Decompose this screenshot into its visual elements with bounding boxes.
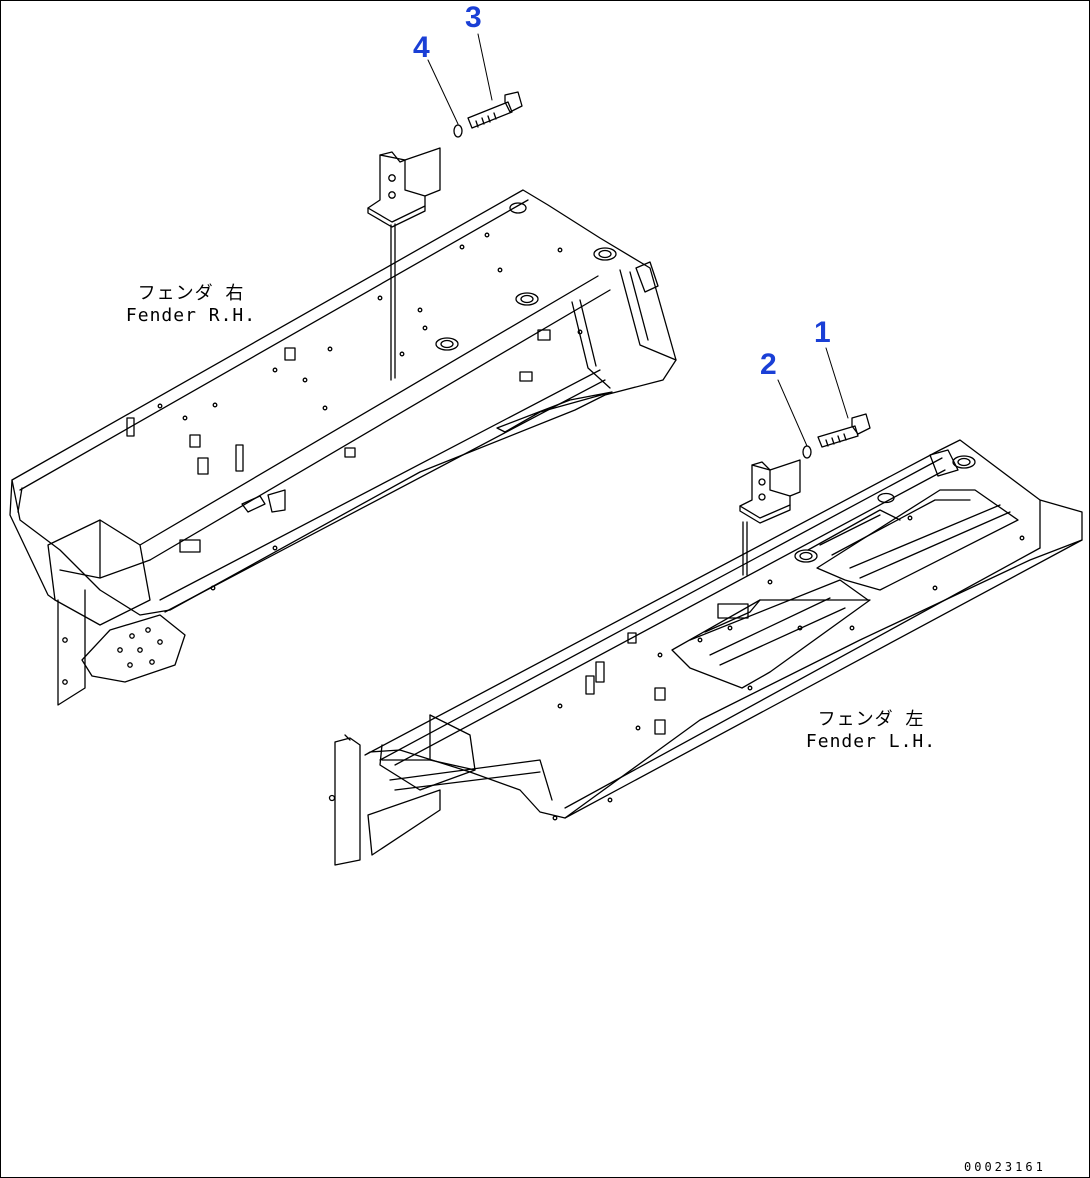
label-fender-lh-jp: フェンダ 左 [817, 709, 925, 730]
label-fender-rh: フェンダ 右 Fender R.H. [116, 283, 266, 327]
drawing-number: 00023161 [964, 1160, 1046, 1174]
callout-2: 2 [760, 348, 777, 381]
fender-lh [328, 439, 1083, 866]
label-fender-rh-en: Fender R.H. [125, 305, 257, 326]
label-fender-lh-en: Fender L.H. [805, 731, 937, 752]
lh-bracket-assembly [739, 413, 871, 576]
callout-1: 1 [814, 316, 831, 349]
callout-4: 4 [413, 31, 430, 64]
leader-3 [477, 33, 493, 101]
leader-4 [427, 59, 459, 125]
leader-1 [825, 347, 849, 419]
rh-bracket-assembly [367, 91, 523, 381]
fender-rh [9, 189, 677, 706]
label-fender-lh: フェンダ 左 Fender L.H. [796, 709, 946, 753]
leader-2 [777, 379, 808, 447]
callout-3: 3 [465, 1, 482, 34]
label-fender-rh-jp: フェンダ 右 [137, 283, 245, 304]
leader-lines [427, 33, 849, 447]
